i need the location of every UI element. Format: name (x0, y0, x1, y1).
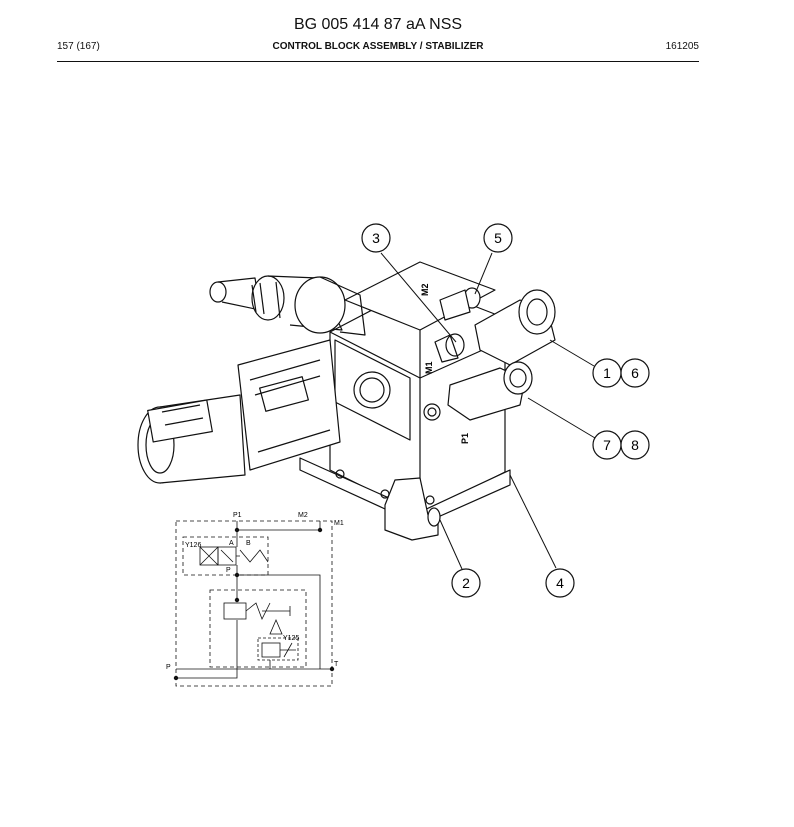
port-m1-label: M1 (424, 361, 434, 374)
callout-5-label: 5 (494, 230, 502, 246)
document-date: 161205 (665, 41, 699, 52)
schematic-labels: P1 M2 M1 Y126 A B P Y125 P T (166, 512, 344, 671)
callout-4-label: 4 (556, 575, 564, 591)
control-block-illustration (137, 261, 556, 541)
callout-3 (361, 223, 391, 253)
callout-2-label: 2 (462, 575, 470, 591)
schematic-m2-label: M2 (298, 512, 308, 519)
callout-6-label: 6 (631, 365, 639, 381)
schematic-p1-label: P1 (233, 512, 242, 519)
callout-3-label: 3 (372, 230, 380, 246)
page-number: 157 (167) (57, 41, 100, 52)
callout-4 (545, 568, 575, 598)
elbow-fitting (384, 477, 439, 541)
leader-lines (380, 252, 596, 570)
port-m2-label: M2 (420, 283, 430, 296)
face-nut (353, 371, 391, 409)
header-rule (57, 61, 699, 62)
callout-8-label: 8 (631, 437, 639, 453)
schematic-t-label: T (334, 661, 339, 668)
callout-5 (483, 223, 513, 253)
small-valve (445, 333, 465, 357)
schematic-y126-label: Y126 (185, 542, 201, 549)
callout-8 (620, 430, 650, 460)
schematic-a-label: A (229, 540, 234, 547)
top-plate (344, 261, 496, 331)
schematic-p-label: P (166, 664, 171, 671)
cartridge-knob (209, 281, 227, 303)
y125-valve-box (209, 589, 307, 668)
connector-plug (147, 399, 213, 443)
y126-valve-box (182, 536, 269, 576)
schematic-port-p-label: P (226, 567, 231, 574)
port-p1-label: P1 (460, 433, 470, 444)
schematic-m1-label: M1 (334, 520, 344, 527)
face-plate (334, 339, 411, 441)
callout-2 (451, 568, 481, 598)
section-title: CONTROL BLOCK ASSEMBLY / STABILIZER (272, 41, 484, 52)
schematic-y125-label: Y125 (283, 635, 299, 642)
callout-balloons: 3 5 1 6 7 8 2 4 (361, 223, 650, 598)
front-port (423, 403, 441, 421)
hydraulic-schematic (173, 520, 335, 687)
header-row: 157 (167) CONTROL BLOCK ASSEMBLY / STABI… (57, 41, 699, 55)
document-title: BG 005 414 87 aA NSS (293, 16, 463, 33)
schematic-b-label: B (246, 540, 251, 547)
callout-1-label: 1 (603, 365, 611, 381)
callout-6 (620, 358, 650, 388)
callout-7-label: 7 (603, 437, 611, 453)
